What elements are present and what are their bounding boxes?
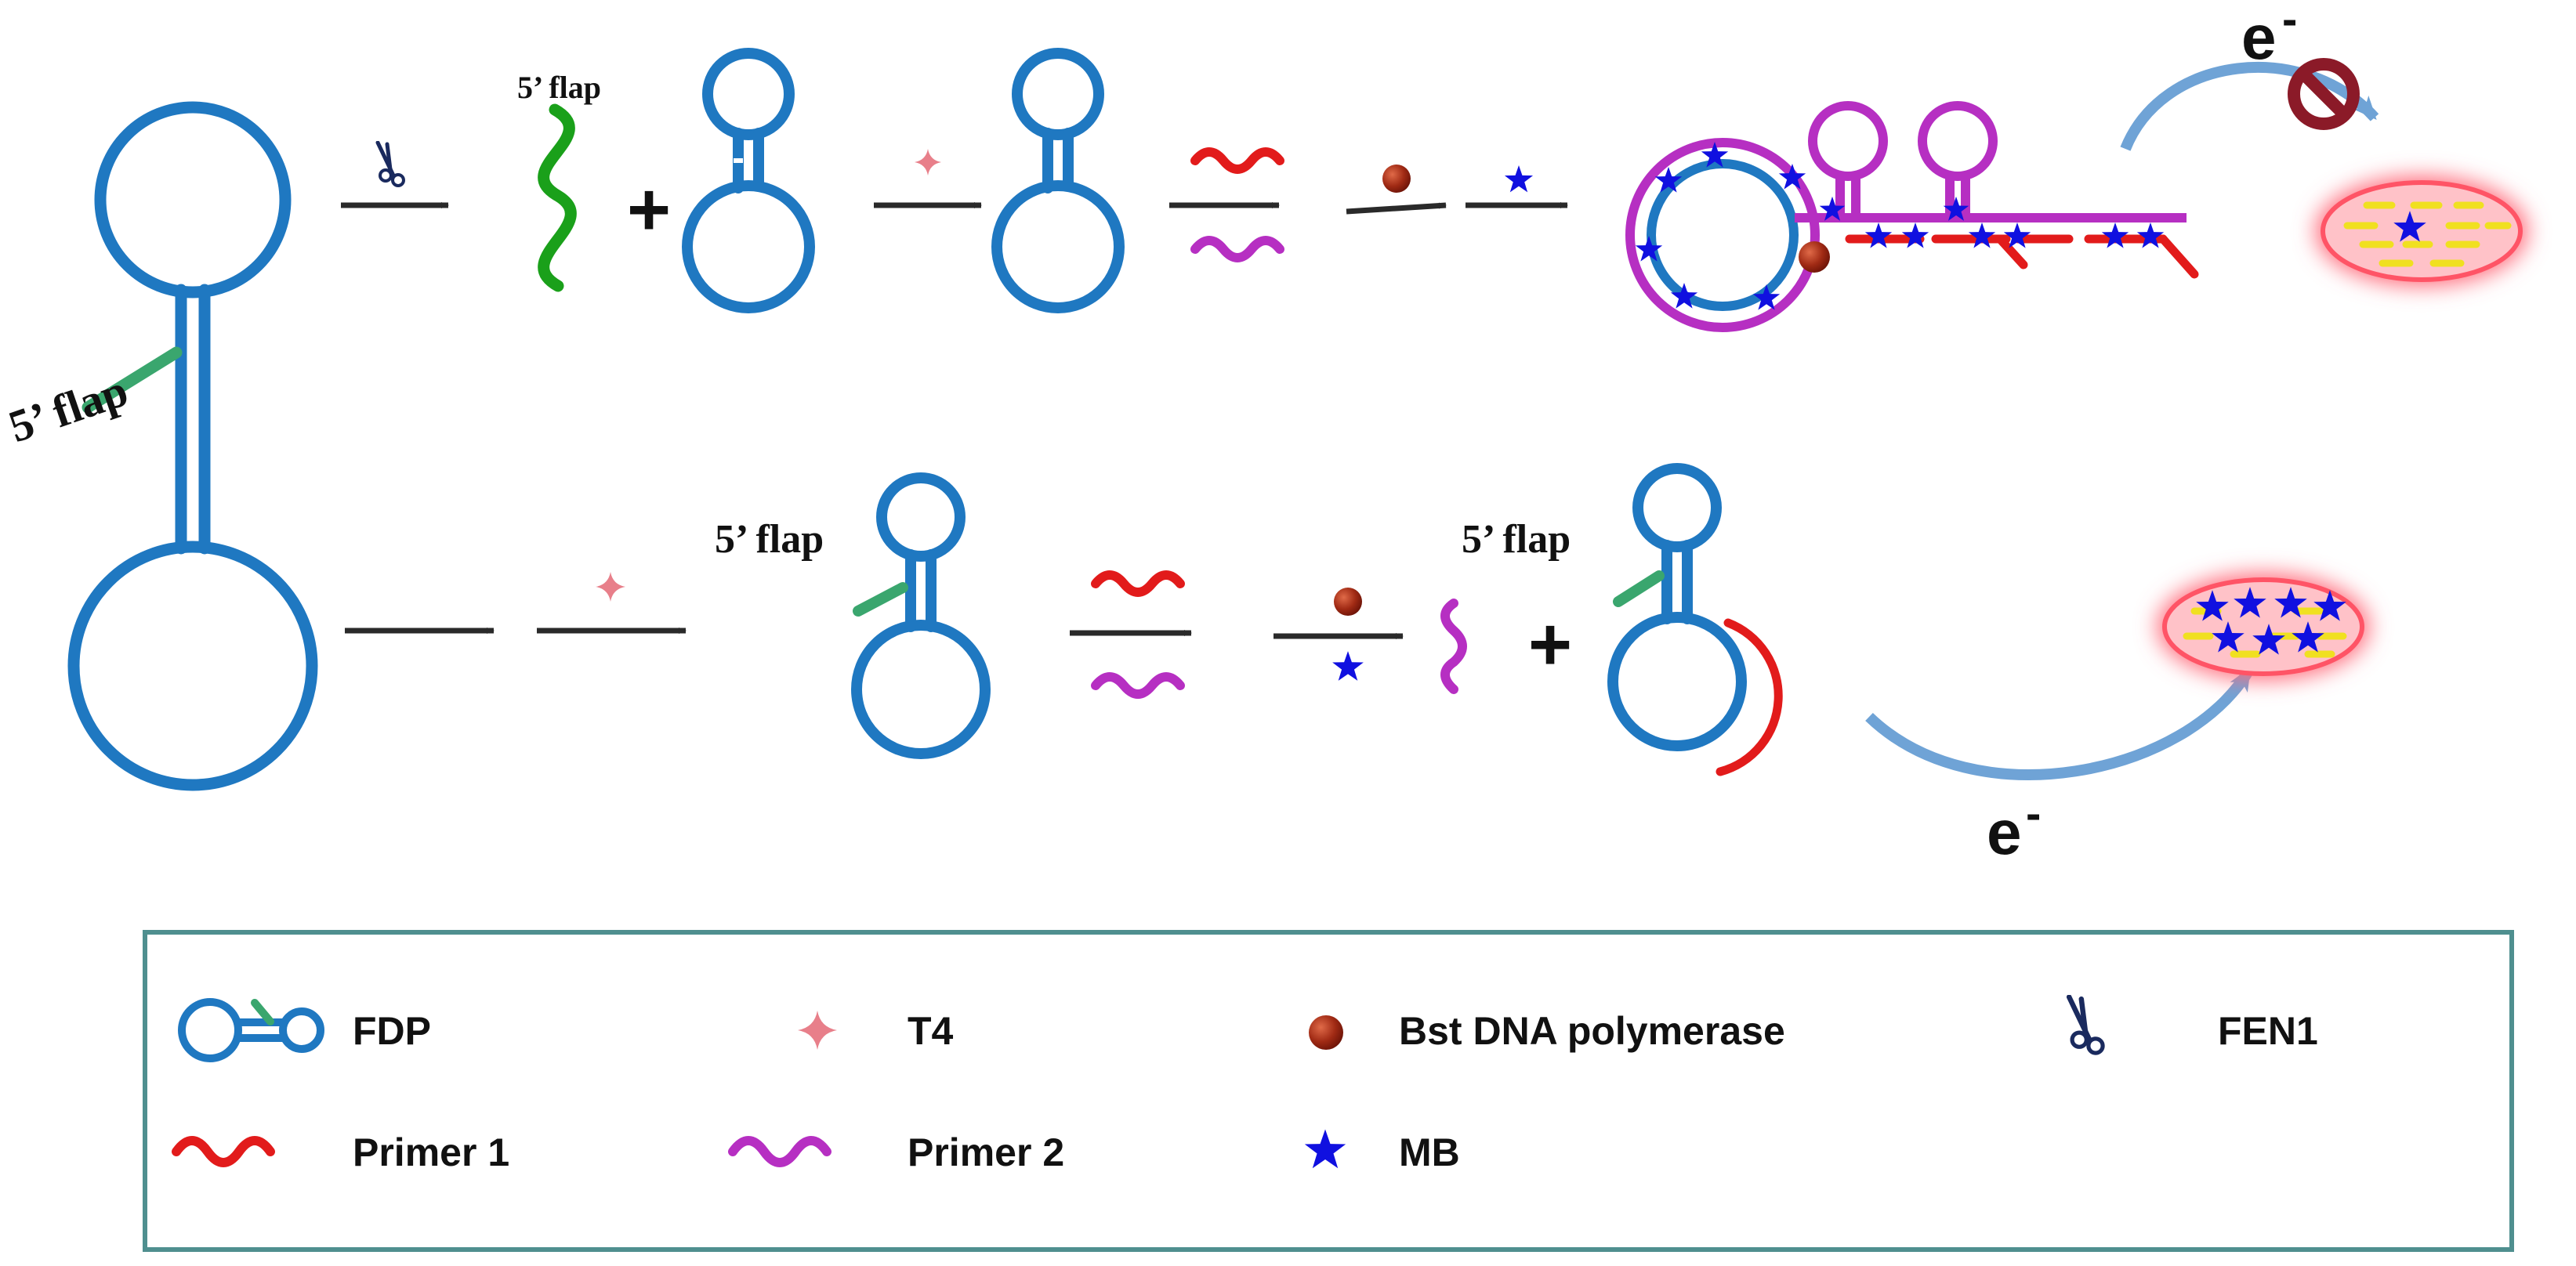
scissors-icon [378,143,404,186]
blocked-sign-icon [2288,58,2360,130]
ligated-hairpin-top [991,48,1125,313]
released-flap-strand [538,103,577,292]
electron-label-bottom: e [1987,798,2022,867]
primer1-wave-icon [172,1136,275,1167]
fdp-icon [178,998,324,1062]
mb-star-top [1504,165,1534,193]
primer2-wave-icon [728,1136,831,1167]
legend-label-t4: T4 [908,1009,954,1053]
flap-label-released: 5’ flap [517,70,601,105]
flap-strand-bottom-2 [1613,570,1665,607]
electron-sup-top: - [2282,0,2297,45]
t4-sparkle-icon [915,149,941,175]
released-primer2-strand [1440,599,1467,694]
rca-product [1625,101,2199,332]
electron-arrow-bottom [1865,667,2255,780]
electron-arrow-top [2120,62,2379,151]
legend-label-primer2: Primer 2 [908,1130,1064,1174]
bst-polymerase-bottom [1334,588,1362,616]
legend-label-fdp: FDP [353,1009,431,1053]
flap-label-bottom-1: 5’ flap [715,517,824,562]
flap-hairpin-primer1-bottom [1607,463,1747,751]
primer1-bound-strand [1716,618,1783,776]
electron-label-top: e [2241,2,2277,72]
legend-label-bst: Bst DNA polymerase [1399,1009,1785,1053]
primer2-wave-top [1190,236,1284,262]
nicked-hairpin-top [682,48,815,313]
electron-sup-bottom: - [2026,788,2041,839]
flap-strand-large [82,346,183,414]
legend: FDP T4 Bst DNA polymerase FEN1 Primer 1 … [143,930,2514,1252]
t4-sparkle-bottom [596,572,625,602]
plus-sign-top: + [627,168,671,251]
primer2-wave-bottom [1091,672,1185,699]
primer1-wave-bottom [1091,570,1185,597]
fdp-large-hairpin [67,101,318,791]
legend-label-primer1: Primer 1 [353,1130,509,1174]
primer1-wave-top [1190,147,1284,174]
legend-label-mb: MB [1399,1130,1460,1174]
mb-star-bottom [1332,651,1364,681]
bst-polymerase-top [1382,165,1411,193]
flap-label-large: 5’ flap [2,364,134,452]
electrode-high-signal [2158,573,2369,680]
arrow-top-4 [1346,202,1447,215]
bst-polymerase-icon [1309,1015,1343,1050]
plus-sign-bottom: + [1528,602,1572,686]
electrode-low-signal [2316,176,2527,286]
legend-label-fen1: FEN1 [2218,1009,2318,1053]
flap-hairpin-bottom [851,472,991,759]
flap-label-bottom-2: 5’ flap [1462,517,1571,562]
flap-strand-bottom-1 [853,582,908,617]
